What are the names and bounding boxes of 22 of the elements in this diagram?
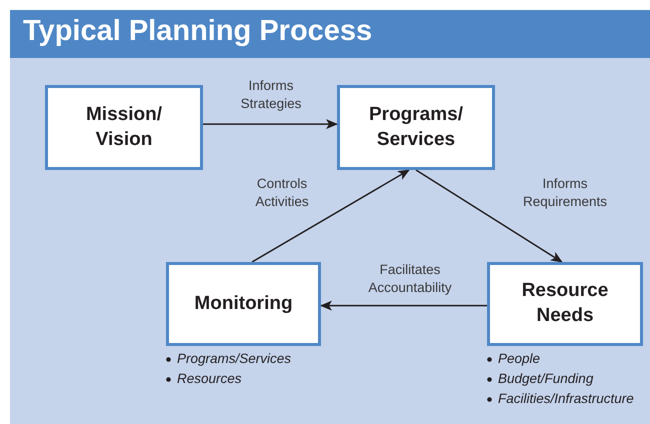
bullet-item: Resources	[177, 371, 242, 386]
edge-label: Controls Activities	[254, 174, 310, 211]
arrow	[320, 300, 487, 311]
box-label: Monitoring	[194, 292, 293, 316]
process-box	[166, 262, 321, 346]
bullet-item: Budget/Funding	[498, 371, 594, 386]
bullet-item: People	[498, 351, 540, 366]
arrow	[252, 169, 410, 263]
bullet-item: Programs/Services	[177, 351, 292, 366]
arrow	[416, 169, 563, 263]
process-box	[45, 85, 203, 170]
edge-label: Informs Strategies	[240, 76, 302, 113]
edge-label: Facilitates Accountability	[367, 260, 453, 297]
process-box	[487, 262, 643, 346]
box-label: Mission/ Vision	[84, 102, 163, 152]
edge-label: Informs Requirements	[522, 174, 608, 211]
process-box	[337, 85, 495, 170]
bullet-item: Facilities/Infrastructure	[498, 391, 634, 406]
box-label: Programs/ Services	[368, 102, 464, 152]
title: Typical Planning Process	[23, 15, 372, 48]
arrow	[203, 119, 338, 130]
box-label: Resource Needs	[520, 279, 610, 328]
